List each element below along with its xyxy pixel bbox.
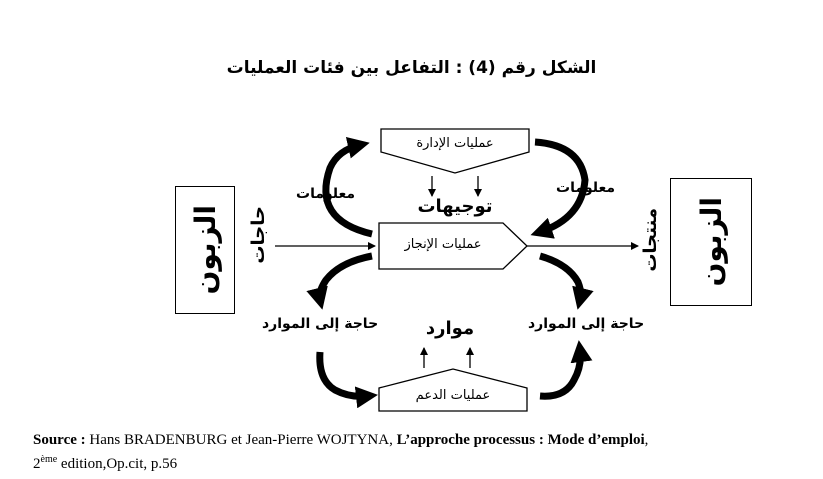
realization-process-node: عمليات الإنجاز: [378, 222, 528, 270]
source-edition-number: 2: [33, 456, 41, 472]
need-resources-label-left: حاجة إلى الموارد: [262, 316, 379, 332]
curved-arrow-mid-left: [306, 252, 373, 310]
support-process-node: عمليات الدعم: [378, 368, 528, 412]
need-resources-label-right: حاجة إلى الموارد: [528, 316, 645, 332]
info-label-right: معلومات: [556, 180, 616, 196]
curved-arrow-top-right: [530, 138, 589, 239]
curved-arrow-top-left: [322, 136, 373, 238]
source-prefix: Source :: [33, 432, 90, 448]
client-left-box: الزبون: [175, 186, 235, 314]
client-right-box: الزبون: [670, 178, 752, 306]
client-left-label: الزبون: [188, 205, 222, 295]
source-citation: Source : Hans BRADENBURG et Jean-Pierre …: [33, 432, 649, 472]
products-label: منتجات: [640, 208, 661, 272]
directives-label: توجيهات: [417, 196, 493, 217]
source-rest: edition,Op.cit, p.56: [57, 456, 178, 472]
resources-label: موارد: [425, 318, 475, 339]
support-process-label: عمليات الدعم: [415, 388, 491, 403]
source-edition-superscript: ème: [40, 454, 58, 465]
source-book: L’approche processus : Mode d’emploi: [396, 432, 645, 448]
curved-arrow-mid-right: [538, 252, 594, 310]
management-process-label: عمليات الإدارة: [416, 136, 494, 151]
curved-arrow-bottom-right: [539, 340, 593, 400]
info-label-left: معلومات: [296, 186, 356, 202]
curved-arrow-bottom-left: [316, 351, 378, 409]
management-process-node: عمليات الإدارة: [380, 128, 530, 174]
realization-process-label: عمليات الإنجاز: [404, 237, 482, 252]
source-authors: Hans BRADENBURG et Jean-Pierre WOJTYNA,: [89, 432, 397, 448]
figure-title: الشكل رقم (4) : التفاعل بين فئات العمليا…: [226, 58, 597, 78]
